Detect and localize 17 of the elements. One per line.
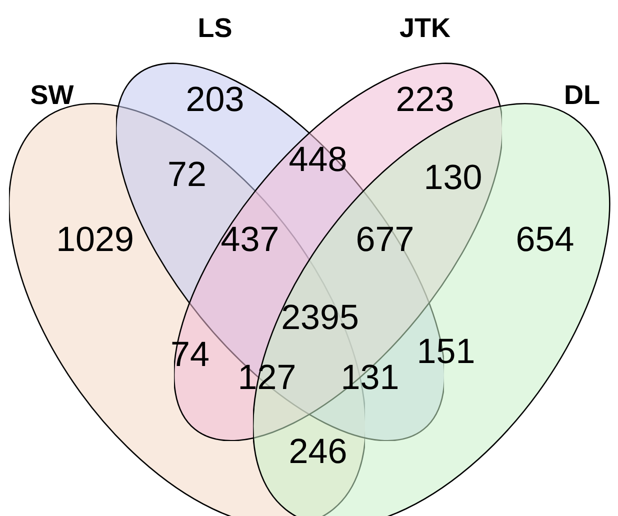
region-count: 2395 <box>281 299 359 337</box>
set-label: DL <box>564 80 600 110</box>
region-count: 677 <box>356 221 414 259</box>
region-count: 246 <box>288 433 348 471</box>
region-count: 72 <box>168 156 206 194</box>
region-count: 223 <box>396 81 454 119</box>
set-label: LS <box>198 13 232 43</box>
region-count: 151 <box>416 333 476 371</box>
set-label: SW <box>30 80 74 110</box>
region-count: 203 <box>186 81 244 119</box>
region-count: 437 <box>220 221 280 259</box>
region-count: 1029 <box>56 221 134 259</box>
region-count: 130 <box>424 159 482 197</box>
region-count: 654 <box>516 221 574 259</box>
set-label: JTK <box>399 13 450 43</box>
region-count: 448 <box>288 141 348 179</box>
region-count: 131 <box>340 359 400 397</box>
